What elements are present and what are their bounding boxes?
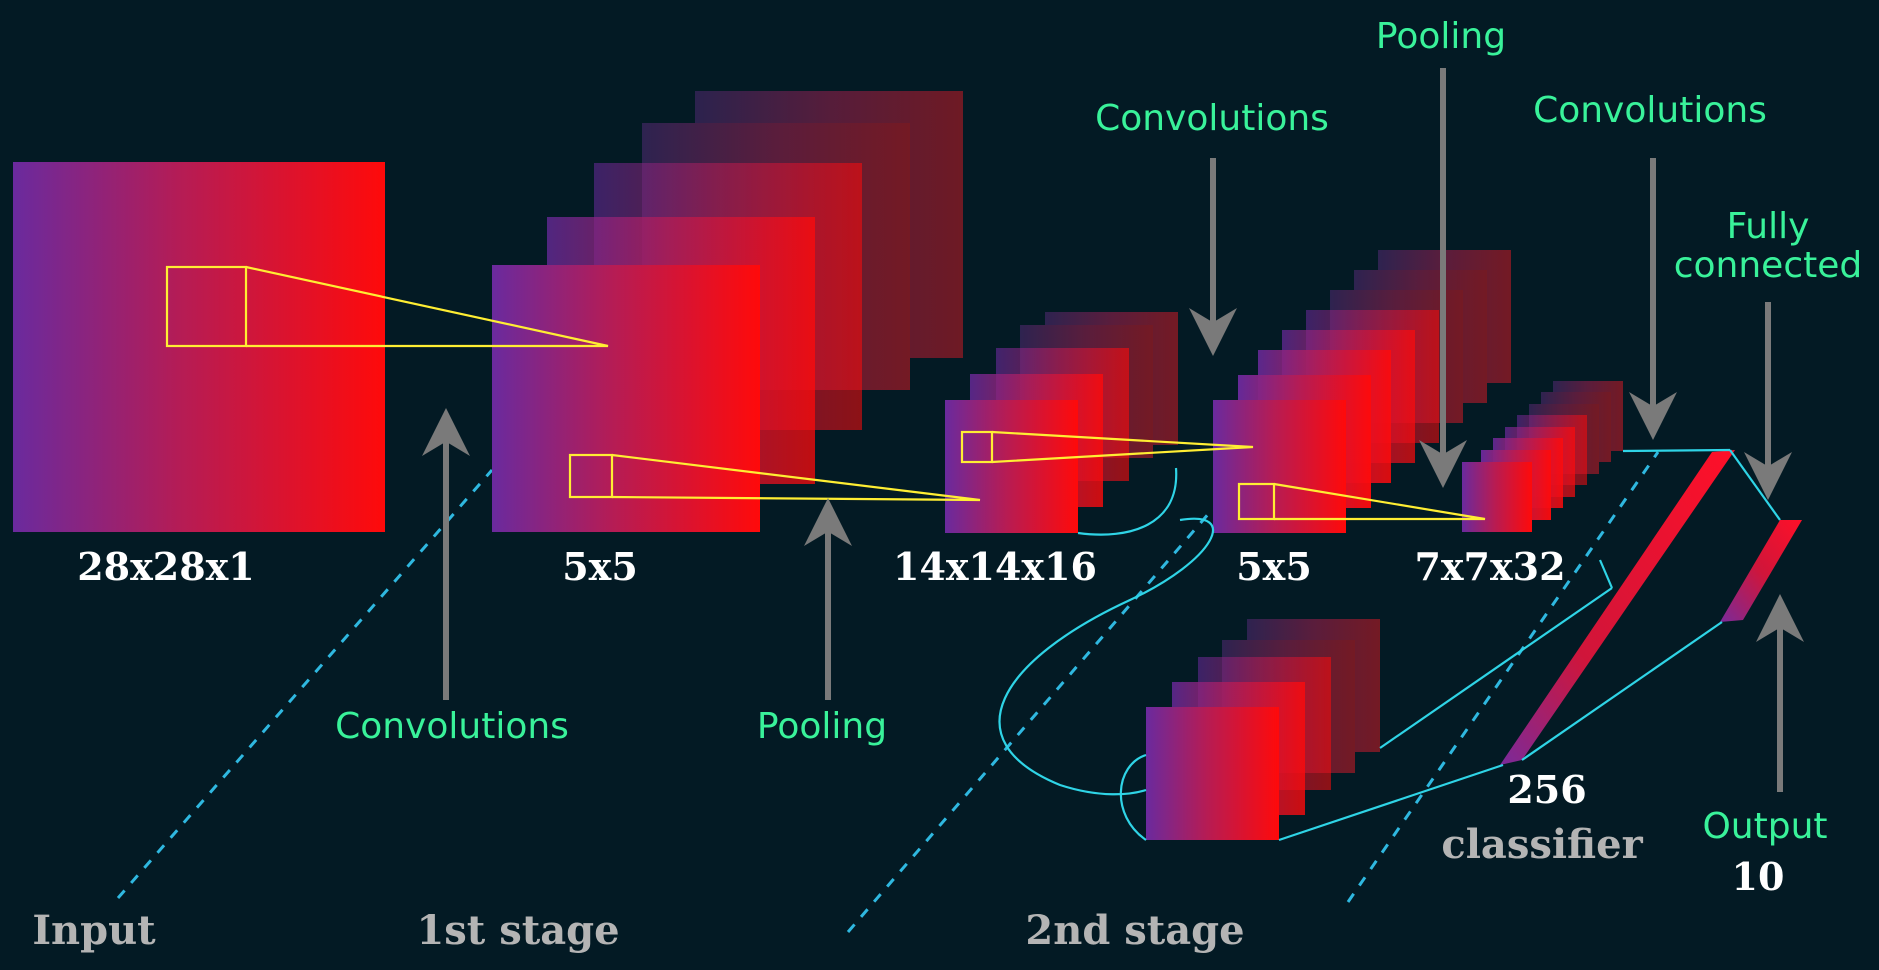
input-stage-label: Input xyxy=(32,907,156,954)
convolutions2-annotation: Convolutions xyxy=(1095,98,1329,139)
annotation-arrows xyxy=(422,68,1804,792)
pool1-to-zoom-connector xyxy=(1077,467,1178,536)
zoom-to-fc-top xyxy=(1379,587,1613,749)
convolutions3-annotation: Convolutions xyxy=(1533,90,1767,131)
convolutions1-annotation: Convolutions xyxy=(335,706,569,747)
pool2-stack xyxy=(1462,381,1623,532)
pooling1-annotation: Pooling xyxy=(757,706,887,747)
input-kernel-window xyxy=(165,265,248,348)
conv2-kernel-projection xyxy=(1273,482,1486,521)
stage-divider-2 xyxy=(846,511,1212,933)
stage-dividers xyxy=(116,451,1660,933)
conv1-stack xyxy=(492,91,963,532)
zoom-map-front xyxy=(1146,707,1279,840)
output-layer-10 xyxy=(1720,520,1802,622)
second-stage-label: 2nd stage xyxy=(1025,907,1244,954)
pool2-dims-label: 7x7x32 xyxy=(1414,544,1565,589)
zoom-loop-connector xyxy=(998,517,1214,796)
conv2-map-front xyxy=(1213,400,1346,533)
classifier-name-label: classifier xyxy=(1441,821,1643,868)
stage-labels: Input 1st stage 2nd stage xyxy=(32,907,1244,954)
pooling2-annotation: Pooling xyxy=(1376,16,1506,57)
fc-to-output-bottom xyxy=(1521,621,1723,761)
fully-connected-annotation-line2: connected xyxy=(1674,245,1863,286)
pool1-kernel-projection xyxy=(991,430,1254,464)
pool1-stack xyxy=(945,312,1178,533)
classifier-size-label: 256 xyxy=(1507,767,1586,812)
pool2-to-fc-connector-bottom xyxy=(1598,559,1614,589)
dimension-labels: 28x28x1 5x5 14x14x16 5x5 7x7x32 256 clas… xyxy=(77,544,1784,899)
connector-lines xyxy=(998,448,1781,842)
conv1-map-front xyxy=(492,265,760,532)
stage-divider-1 xyxy=(116,469,494,899)
stage2-zoom-stack xyxy=(1146,619,1380,840)
zoom-bottom-loop-connector xyxy=(1119,753,1147,841)
fully-connected-layers xyxy=(1500,450,1802,765)
pool2-map-front xyxy=(1462,462,1532,532)
fc-to-output-top xyxy=(1729,449,1781,521)
pool1-kernel-window xyxy=(960,430,994,464)
first-stage-label: 1st stage xyxy=(416,907,619,954)
input-kernel-projection xyxy=(245,265,609,348)
receptive-fields xyxy=(165,265,1486,521)
kernel2-label: 5x5 xyxy=(1236,544,1312,589)
fully-connected-annotation-line1: Fully xyxy=(1727,206,1810,247)
input-dims-label: 28x28x1 xyxy=(77,544,255,589)
classifier-layer-256 xyxy=(1500,450,1735,765)
conv1-kernel-window xyxy=(568,453,614,499)
conv1-kernel-projection xyxy=(611,453,981,502)
kernel1-label: 5x5 xyxy=(562,544,638,589)
pool2-to-fc-connector-top xyxy=(1622,448,1731,453)
pool1-dims-label: 14x14x16 xyxy=(893,544,1097,589)
output-annotation: Output xyxy=(1702,806,1827,847)
zoom-to-fc-bottom xyxy=(1278,763,1504,842)
output-size-label: 10 xyxy=(1732,854,1785,899)
annotation-labels: Convolutions Pooling Convolutions Poolin… xyxy=(335,16,1862,847)
pool1-map-front xyxy=(945,400,1078,533)
conv2-kernel-window xyxy=(1237,482,1276,521)
